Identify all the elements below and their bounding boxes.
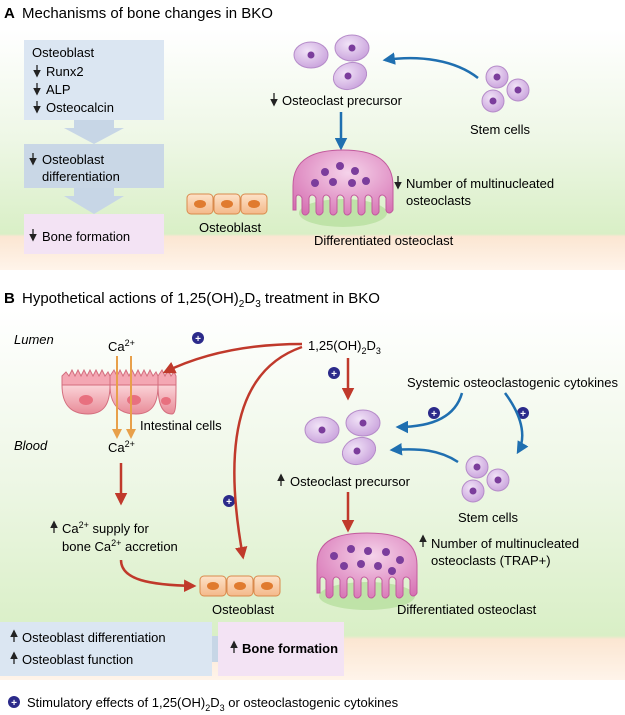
- panel-b-title: Hypothetical actions of 1,25(OH)2D3 trea…: [22, 290, 380, 310]
- stimulatory-plus-icon: +: [428, 407, 440, 420]
- svg-text:+: +: [11, 698, 17, 709]
- differentiated-osteoclast: [292, 149, 394, 227]
- stimulatory-plus-icon: +: [328, 367, 340, 380]
- osteoblast-label: Osteoblast: [212, 602, 275, 617]
- stem-cells: [461, 455, 510, 503]
- marker-runx2: Runx2: [46, 64, 84, 79]
- differentiation-line-2: differentiation: [42, 169, 120, 184]
- marker-alp: ALP: [46, 82, 71, 97]
- legend-text: Stimulatory effects of 1,25(OH)2D3 or os…: [27, 695, 399, 713]
- osteoclast-precursor-label: Osteoclast precursor: [282, 93, 403, 108]
- lumen-label: Lumen: [14, 332, 54, 347]
- multinucleated-line-2: osteoclasts: [406, 193, 472, 208]
- osteoblast-cells: [186, 193, 268, 215]
- multinucleated-line-2: osteoclasts (TRAP+): [431, 553, 551, 568]
- osteoclast-precursor-label: Osteoclast precursor: [290, 474, 411, 489]
- osteoclast-precursor-cells: [293, 34, 370, 91]
- stem-to-precursor-arrow: [389, 443, 459, 464]
- svg-text:+: +: [520, 409, 526, 420]
- panel-b-background: [0, 310, 625, 680]
- systemic-cytokines-label: Systemic osteoclastogenic cytokines: [407, 375, 618, 390]
- bone-formation-label: Bone formation: [42, 229, 130, 244]
- bone-formation-result-box: [218, 622, 344, 676]
- vitd-to-osteoblast-arrow: [233, 345, 303, 560]
- multinucleated-line-1: Number of multinucleated: [406, 176, 554, 191]
- stem-cells-label: Stem cells: [470, 122, 530, 137]
- panel-a-title: Mechanisms of bone changes in BKO: [22, 5, 273, 22]
- svg-text:+: +: [431, 409, 437, 420]
- legend: + Stimulatory effects of 1,25(OH)2D3 or …: [8, 695, 399, 713]
- osteoblast-differentiation-effect: Osteoblast differentiation: [22, 630, 166, 645]
- svg-text:+: +: [226, 497, 232, 508]
- flow-arrow-down-icon: [64, 188, 124, 214]
- calcium-supply-line-1: Ca2+ supply for: [62, 520, 150, 536]
- panel-b: B Hypothetical actions of 1,25(OH)2D3 tr…: [0, 290, 625, 680]
- osteoblast-cells: [199, 575, 281, 597]
- calcium-blood-label: Ca2+: [108, 439, 135, 455]
- svg-text:+: +: [195, 334, 201, 345]
- multinucleated-line-1: Number of multinucleated: [431, 536, 579, 551]
- differentiated-osteoclast: [316, 532, 418, 610]
- stem-cells-label: Stem cells: [458, 510, 518, 525]
- panel-a-letter: A: [4, 5, 15, 22]
- osteoblast-label: Osteoblast: [199, 220, 262, 235]
- osteoblast-differentiation-box: [24, 144, 164, 188]
- intestinal-cells-label: Intestinal cells: [140, 418, 222, 433]
- stimulatory-plus-icon: +: [517, 407, 529, 420]
- stimulatory-plus-icon: +: [8, 696, 20, 709]
- panel-a: A Mechanisms of bone changes in BKO Oste…: [0, 5, 625, 270]
- blood-label: Blood: [14, 438, 48, 453]
- stem-to-precursor-arrow: [382, 52, 479, 79]
- supply-to-osteoblast-arrow: [119, 559, 197, 593]
- bone-formation-box: [24, 214, 164, 254]
- stimulatory-plus-icon: +: [223, 495, 235, 508]
- marker-osteocalcin: Osteocalcin: [46, 100, 114, 115]
- stimulatory-plus-icon: +: [192, 332, 204, 345]
- differentiated-osteoclast-label: Differentiated osteoclast: [314, 233, 454, 248]
- vitd-to-intestine-arrow: [162, 342, 303, 374]
- vitamin-d-label: 1,25(OH)2D3: [308, 338, 381, 356]
- osteoblast-markers-title: Osteoblast: [32, 45, 95, 60]
- differentiation-line-1: Osteoblast: [42, 152, 105, 167]
- calcium-lumen-label: Ca2+: [108, 338, 135, 354]
- differentiated-osteoclast-label: Differentiated osteoclast: [397, 602, 537, 617]
- osteoblast-function-effect: Osteoblast function: [22, 652, 133, 667]
- cytokines-to-stem-cells-arrow: [503, 392, 529, 455]
- osteoblast-markers-box: [24, 40, 164, 120]
- osteoblast-effects-box: [0, 622, 212, 676]
- cytokines-to-precursor-arrow: [395, 392, 464, 434]
- bone-formation-result: Bone formation: [242, 641, 338, 656]
- calcium-supply-line-2: bone Ca2+ accretion: [62, 538, 178, 554]
- panel-b-letter: B: [4, 290, 15, 307]
- osteoclast-precursor-cells: [304, 409, 381, 466]
- stem-cells: [481, 65, 530, 113]
- svg-text:+: +: [331, 369, 337, 380]
- flow-arrow-down-icon: [64, 120, 124, 144]
